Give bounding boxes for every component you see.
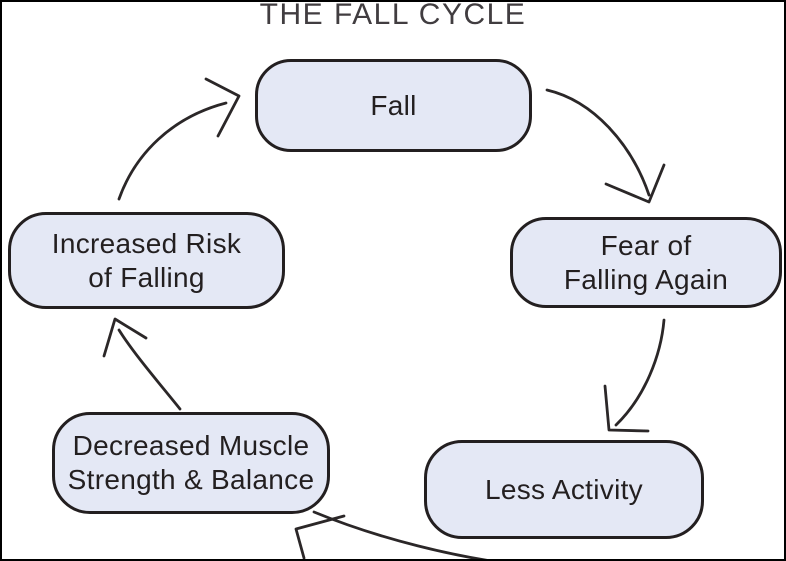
- node-label: Fear of: [600, 229, 692, 261]
- node-increased-risk-of-falling: Increased Risk of Falling: [8, 212, 285, 309]
- node-label: Fall: [370, 89, 417, 121]
- node-label: Decreased Muscle: [72, 430, 310, 461]
- arrow-fear-to-less-activity: [603, 318, 666, 433]
- node-decreased-muscle-strength-balance: Decreased Muscle Strength & Balance: [52, 412, 330, 514]
- arrow-increased-risk-to-fall: [117, 77, 241, 201]
- node-fall: Fall: [255, 59, 532, 152]
- node-label: of Falling: [88, 261, 205, 293]
- node-label: Increased Risk: [51, 227, 242, 259]
- arrow-decreased-muscle-to-increased-risk: [102, 317, 182, 411]
- node-label: Falling Again: [563, 263, 729, 295]
- node-label: Less Activity: [485, 473, 643, 505]
- diagram-title: THE FALL CYCLE: [259, 0, 527, 31]
- node-less-activity: Less Activity: [424, 440, 704, 539]
- node-label: Strength & Balance: [67, 464, 315, 495]
- node-fear-of-falling-again: Fear of Falling Again: [510, 217, 782, 308]
- arrow-fall-to-fear: [545, 88, 666, 204]
